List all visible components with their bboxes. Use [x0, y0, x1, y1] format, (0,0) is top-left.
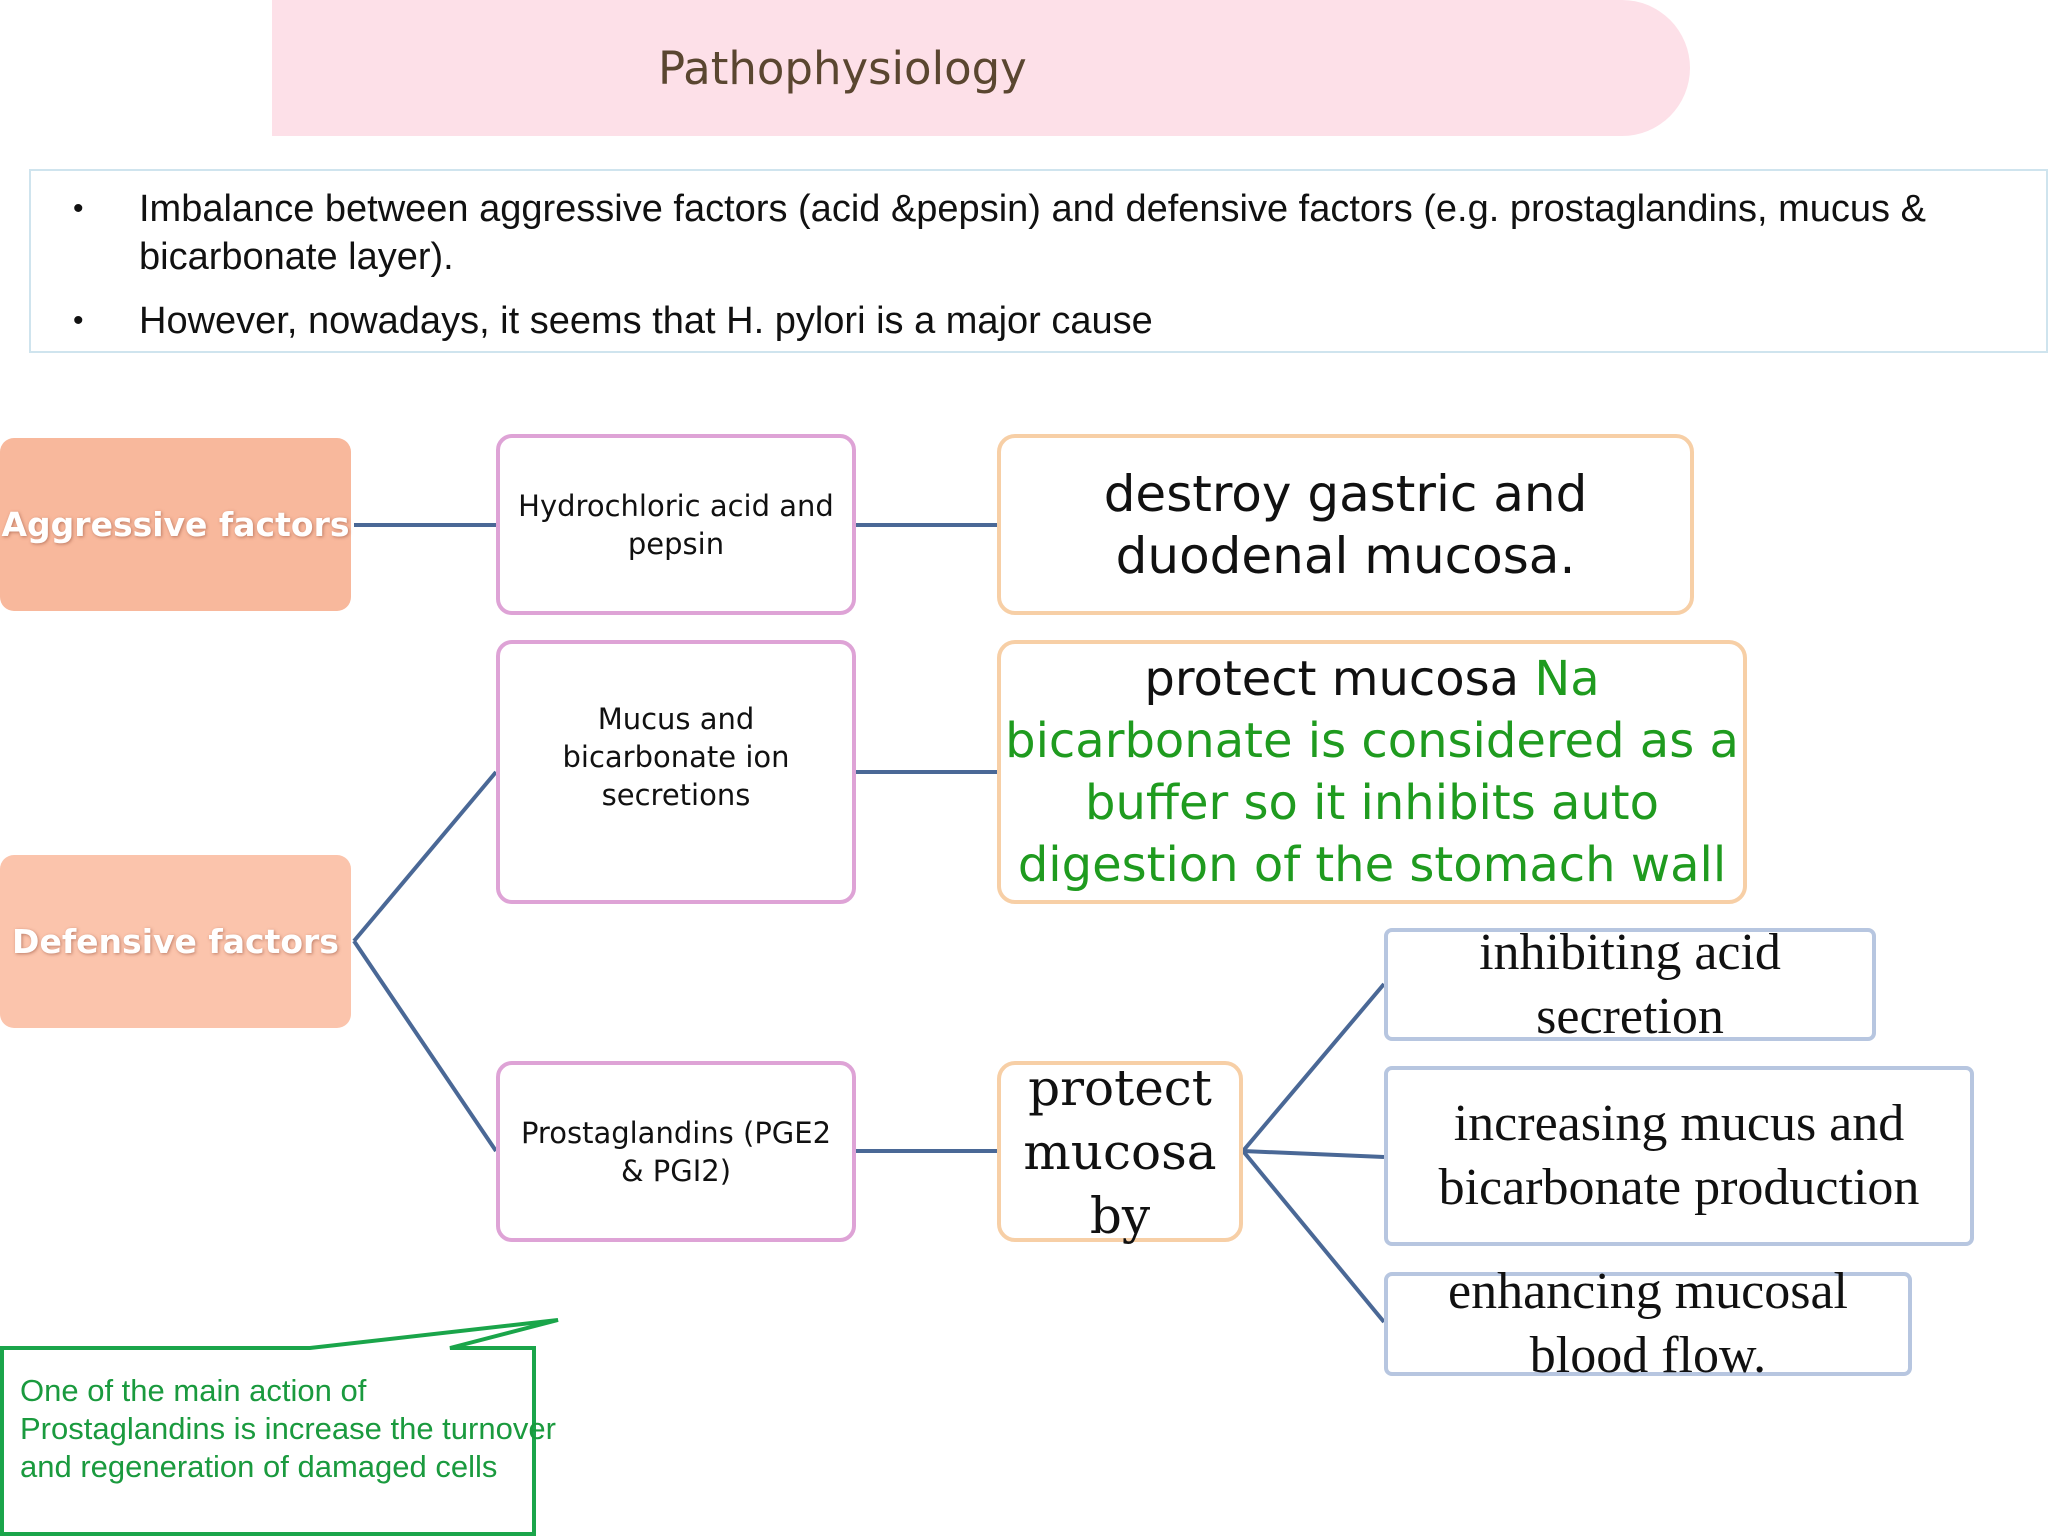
- bicarbonate-buffer-text: Na bicarbonate is considered as a buffer…: [1005, 651, 1739, 893]
- hcl-pepsin-box: Hydrochloric acid and pepsin: [496, 434, 856, 615]
- hcl-pepsin-label: Hydrochloric acid and pepsin: [518, 488, 834, 561]
- protect-mucosa-box: protect mucosa Na bicarbonate is conside…: [997, 640, 1747, 904]
- destroy-mucosa-label: destroy gastric and duodenal mucosa.: [1103, 464, 1588, 585]
- connector-protectby-blood: [1241, 1149, 1386, 1324]
- prostaglandins-box: Prostaglandins (PGE2 & PGI2): [496, 1061, 856, 1242]
- increasing-mucus-label: increasing mucus and bicarbonate product…: [1438, 1095, 1920, 1216]
- inhibiting-acid-label: inhibiting acid secretion: [1479, 923, 1781, 1045]
- title-banner: Pathophysiology: [272, 0, 1690, 136]
- bullet-box: • Imbalance between aggressive factors (…: [29, 169, 2048, 353]
- connector-protectby-mucus: [1242, 1149, 1385, 1159]
- connector-defensive-pg: [352, 939, 498, 1153]
- page-title: Pathophysiology: [658, 41, 1027, 95]
- prostaglandins-label: Prostaglandins (PGE2 & PGI2): [520, 1115, 832, 1188]
- inhibiting-acid-box: inhibiting acid secretion: [1384, 924, 1876, 1045]
- connector-protectby-acid: [1241, 982, 1386, 1153]
- destroy-mucosa-box: destroy gastric and duodenal mucosa.: [997, 434, 1694, 615]
- protect-mucosa-by-box: protect mucosa by: [997, 1059, 1243, 1245]
- blood-flow-label: enhancing mucosal blood flow.: [1448, 1263, 1848, 1384]
- connector-defensive-mucus: [352, 770, 498, 943]
- callout-note: One of the main action of Prostaglandins…: [20, 1373, 556, 1484]
- bullet-item: • Imbalance between aggressive factors (…: [51, 185, 2026, 281]
- mucus-bicarbonate-label: Mucus and bicarbonate ion secretions: [562, 702, 790, 812]
- callout-border: [0, 1318, 559, 1536]
- bullet-item: • However, nowadays, it seems that H. py…: [51, 297, 2026, 345]
- aggressive-factors-box: Aggressive factors: [0, 438, 351, 611]
- bullet-text: Imbalance between aggressive factors (ac…: [139, 188, 1926, 278]
- protect-mucosa-label: protect mucosa Na bicarbonate is conside…: [1001, 648, 1743, 896]
- blood-flow-box: enhancing mucosal blood flow.: [1384, 1263, 1912, 1384]
- defensive-factors-box: Defensive factors: [0, 855, 351, 1028]
- increasing-mucus-box: increasing mucus and bicarbonate product…: [1384, 1066, 1974, 1246]
- bullet-marker: •: [73, 192, 84, 225]
- mucus-bicarbonate-box: Mucus and bicarbonate ion secretions: [496, 640, 856, 904]
- protect-mucosa-by-label: protect mucosa by: [1023, 1058, 1217, 1245]
- protect-mucosa-text: protect mucosa: [1144, 651, 1535, 707]
- bullet-marker: •: [73, 304, 84, 337]
- bullet-text: However, nowadays, it seems that H. pylo…: [139, 300, 1153, 342]
